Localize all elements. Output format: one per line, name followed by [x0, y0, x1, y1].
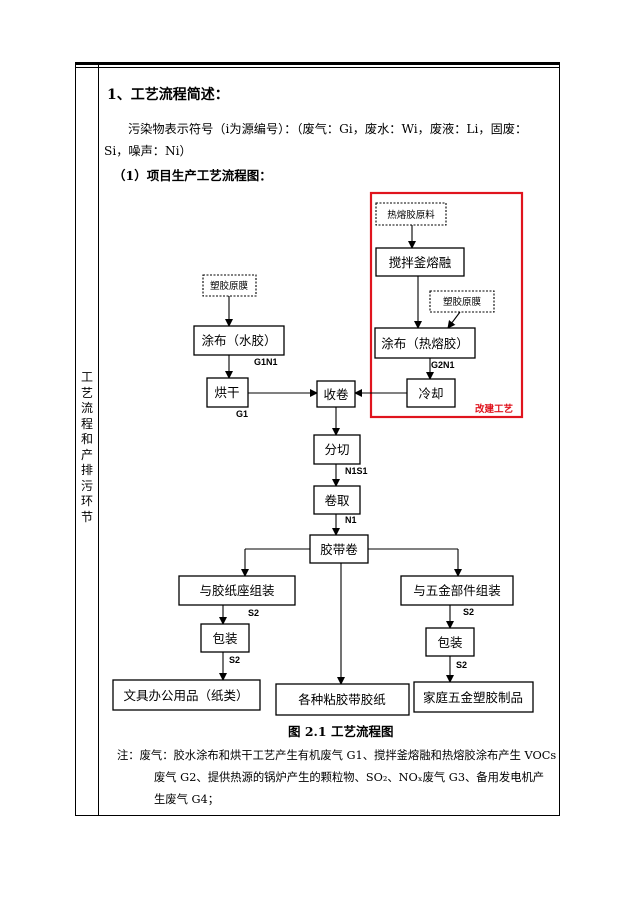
side-label: 工艺流程和产排污环节	[80, 370, 93, 524]
raw-film-right-box	[429, 290, 495, 313]
coat-water-text: 涂布（水胶）	[201, 333, 276, 348]
pack-right-text: 包装	[437, 635, 462, 650]
tag-n1s1: N1S1	[345, 466, 368, 476]
tapes-text: 各种粘胶带胶纸	[298, 692, 386, 707]
hardware-box	[400, 575, 514, 606]
pack-left-box	[200, 623, 250, 653]
household-text: 家庭五金塑胶制品	[423, 690, 523, 705]
frame-left	[75, 62, 76, 816]
pack-right-box	[425, 627, 475, 657]
bottom-rule	[75, 815, 560, 816]
modified-process-label: 改建工艺	[475, 403, 514, 415]
pollutant-symbols-line2: Si，噪声：Ni）	[104, 144, 192, 158]
stationery-box	[112, 679, 261, 711]
stir-kettle-box	[375, 247, 465, 277]
raw-hotmelt-box	[375, 202, 447, 226]
raw-film-left-box	[202, 274, 257, 297]
tag-s2-hardware: S2	[463, 607, 474, 617]
tag-s2-packright: S2	[456, 660, 467, 670]
reel-box	[313, 485, 361, 515]
tape-roll-box	[309, 534, 369, 564]
wind-box	[316, 380, 356, 408]
stir-kettle-text: 搅拌釜熔融	[389, 255, 452, 270]
pack-left-text: 包装	[212, 631, 237, 646]
modified-process-frame	[369, 191, 524, 419]
top-rule-thin	[75, 67, 560, 68]
figure-caption: 图 2.1 工艺流程图	[288, 724, 394, 739]
reel-text: 卷取	[324, 493, 350, 508]
slit-box	[313, 434, 361, 465]
arrow-filmright-coathotmelt	[447, 311, 461, 329]
coat-water-box	[193, 325, 285, 356]
wind-text: 收卷	[323, 387, 349, 402]
cool-box	[406, 378, 456, 408]
dry-text: 烘干	[214, 385, 239, 400]
raw-film-left-text: 塑胶原膜	[210, 280, 249, 292]
top-rule-thick	[75, 62, 560, 65]
pollutant-symbols-line1: 污染物表示符号（i为源编号）：（废气：Gi，废水：Wi，废液：Li，固废：	[128, 122, 528, 136]
tag-g1n1: G1N1	[254, 357, 278, 367]
tag-g1: G1	[236, 409, 248, 419]
notes-line2: 废气 G2、提供热源的锅炉产生的颗粒物、SO₂、NOₓ废气 G3、备用发电机产	[154, 771, 545, 784]
tapes-box	[275, 683, 410, 716]
raw-hotmelt-text: 热熔胶原料	[387, 209, 435, 221]
tag-n1: N1	[345, 515, 357, 525]
frame-divider	[98, 62, 99, 816]
paper-seat-text: 与胶纸座组装	[199, 583, 274, 598]
stationery-text: 文具办公用品（纸类）	[123, 688, 248, 703]
slit-text: 分切	[324, 442, 349, 457]
household-box	[413, 681, 534, 713]
flowchart-subheading: （1）项目生产工艺流程图：	[113, 168, 272, 183]
tag-s2-packleft: S2	[229, 655, 240, 665]
notes-line1: 注：废气：胶水涂布和烘干工艺产生有机废气 G1、搅拌釜熔融和热熔胶涂布产生 VO…	[117, 749, 557, 762]
tag-g2n1: G2N1	[431, 360, 455, 370]
frame-right	[559, 62, 560, 816]
cool-text: 冷却	[418, 386, 443, 401]
tape-roll-text: 胶带卷	[320, 542, 358, 557]
tag-s2-paperseat: S2	[248, 608, 259, 618]
dry-box	[206, 377, 249, 408]
raw-film-right-text: 塑胶原膜	[443, 296, 482, 308]
notes-line3: 生废气 G4；	[154, 793, 219, 806]
paper-seat-box	[178, 575, 296, 606]
hardware-text: 与五金部件组装	[413, 583, 501, 598]
section-heading: 1、工艺流程简述：	[107, 87, 229, 103]
coat-hotmelt-text: 涂布（热熔胶）	[381, 336, 469, 351]
coat-hotmelt-box	[374, 327, 476, 359]
